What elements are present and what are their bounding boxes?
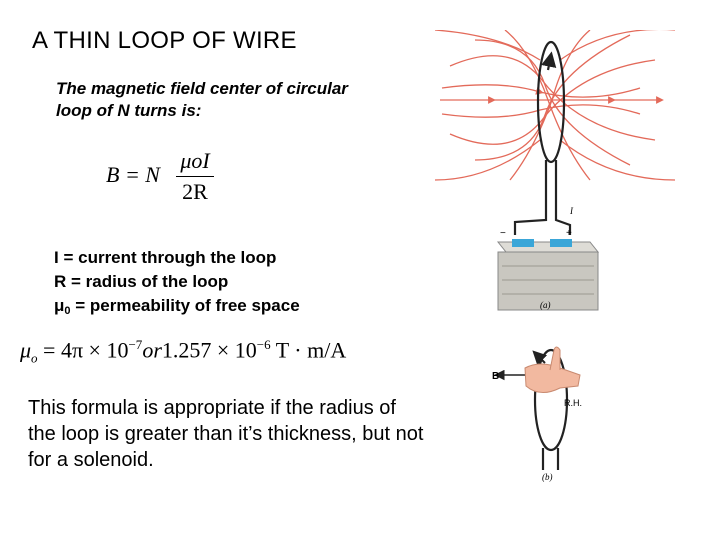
- caption-a: (a): [540, 300, 551, 310]
- rh-label: R.H.: [564, 398, 582, 408]
- definitions-list: I = current through the loop R = radius …: [54, 246, 300, 323]
- minus-terminal-label: −: [500, 228, 506, 239]
- formula-fraction: μoI 2R: [176, 148, 214, 205]
- or-word: or: [142, 337, 162, 363]
- fraction-bar: [176, 176, 214, 177]
- caption-b: (b): [542, 472, 553, 482]
- definition-permeability: μ0 = permeability of free space: [54, 294, 300, 323]
- formula-denominator: 2R: [182, 179, 208, 204]
- mu-value-2: 1.257 × 10: [161, 337, 257, 363]
- right-hand-rule: [494, 346, 581, 470]
- magnetic-field-lines: [434, 30, 676, 181]
- current-label: I: [569, 206, 574, 216]
- def-symbol: μ: [54, 296, 65, 315]
- mu-exponent-2: −6: [256, 337, 271, 352]
- def-subscript: 0: [64, 305, 71, 317]
- plus-terminal-label: +: [566, 228, 572, 239]
- def-symbol: R: [54, 272, 67, 291]
- def-text: = permeability of free space: [70, 296, 300, 315]
- b-vector-label: B: [492, 371, 499, 382]
- formula-numerator: μoI: [180, 148, 210, 173]
- intro-text: The magnetic field center of circular lo…: [56, 79, 348, 120]
- wire-loop: [513, 40, 572, 235]
- formula-lhs: B = N: [106, 162, 160, 187]
- mu-exponent-1: −7: [128, 337, 143, 352]
- battery: [496, 239, 600, 311]
- mu-units: T · m/A: [270, 337, 347, 363]
- def-text: = radius of the loop: [66, 272, 229, 291]
- mu-subscript: o: [31, 350, 38, 366]
- definition-radius: R = radius of the loop: [54, 270, 300, 294]
- mu-value-1: = 4π × 10: [37, 337, 129, 363]
- def-symbol: I: [54, 248, 59, 267]
- slide-title: A THIN LOOP OF WIRE: [32, 27, 297, 54]
- permeability-equation: μo = 4π × 10−7or1.257 × 10−6 T · m/A: [20, 337, 346, 367]
- applicability-note: This formula is appropriate if the radiu…: [28, 397, 424, 471]
- loop-field-figure: I − + (a) B R.H. (b): [434, 30, 676, 482]
- definition-current: I = current through the loop: [54, 246, 300, 270]
- def-text: = current through the loop: [58, 248, 277, 267]
- mu-symbol: μ: [20, 337, 32, 363]
